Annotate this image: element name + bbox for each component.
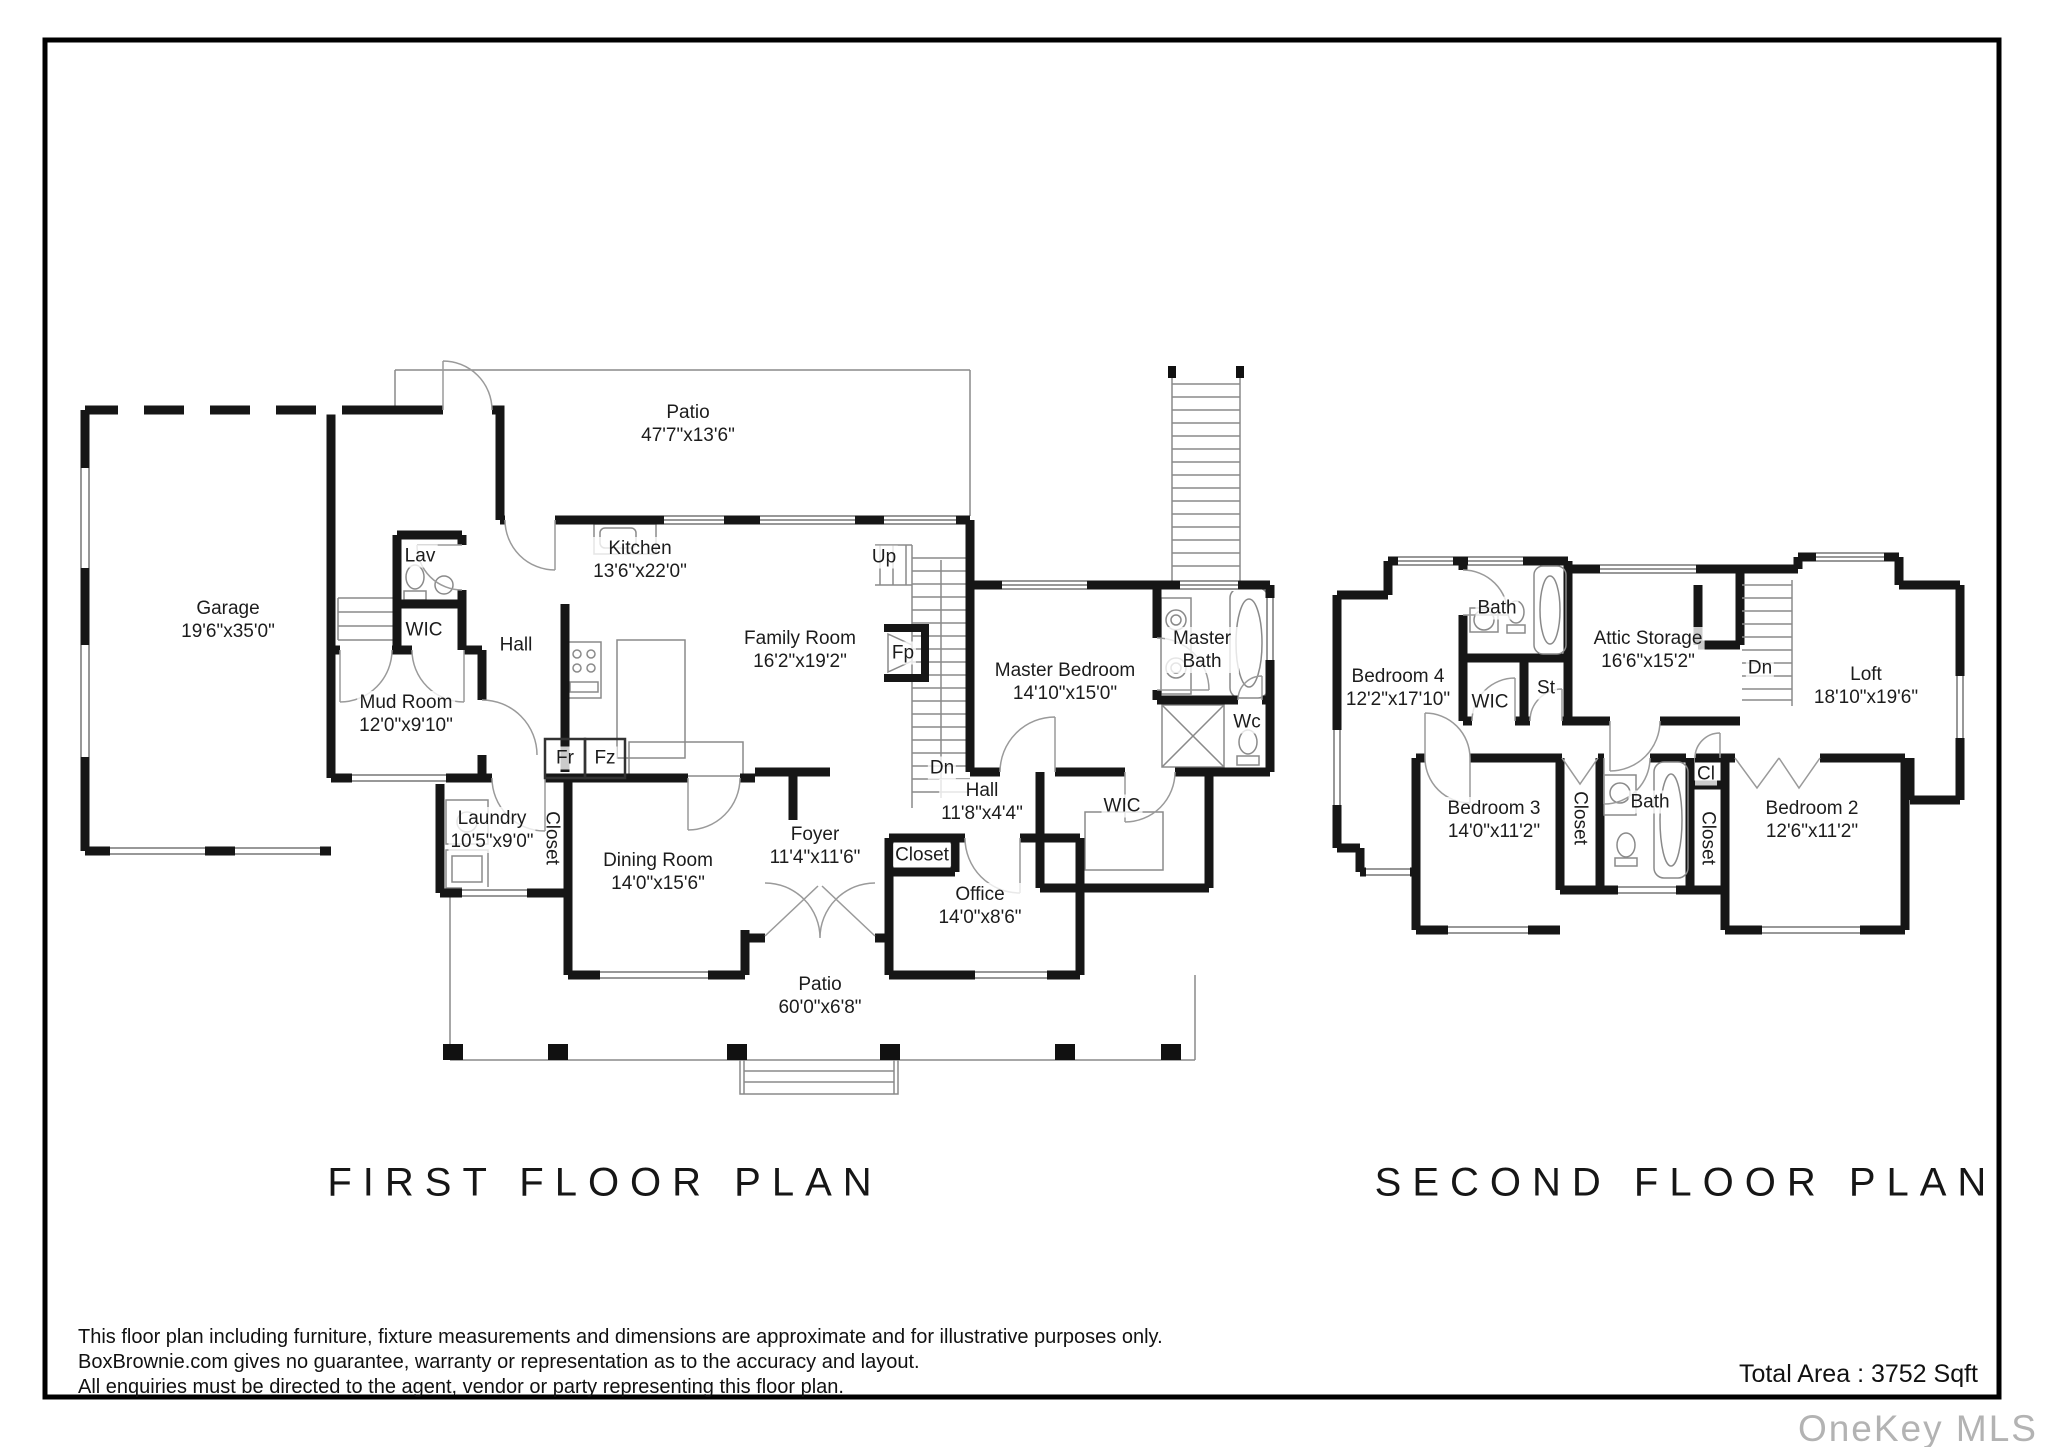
room-label-cl: Cl xyxy=(1695,762,1717,786)
room-label-bath: Bath xyxy=(1475,596,1519,620)
room-label-closet: Closet xyxy=(541,811,563,865)
disclaimer-line-2: BoxBrownie.com gives no guarantee, warra… xyxy=(78,1351,920,1373)
room-label-up: Up xyxy=(869,545,899,569)
room-label-st: St xyxy=(1535,676,1557,700)
watermark: OneKey MLS xyxy=(1797,1408,2038,1447)
room-label-fr: Fr xyxy=(554,746,576,770)
room-label-wic: WIC xyxy=(1101,794,1143,818)
first-floor-title: FIRST FLOOR PLAN xyxy=(327,1160,883,1205)
disclaimer-line-1: This floor plan including furniture, fix… xyxy=(78,1326,1163,1348)
room-label-wic: WIC xyxy=(403,618,445,642)
room-label-fp: Fp xyxy=(889,641,917,665)
room-label-closet: Closet xyxy=(893,843,951,867)
porch-posts xyxy=(443,366,1244,1060)
second-floor-walls xyxy=(1332,552,1965,935)
room-label-fz: Fz xyxy=(592,746,618,770)
room-label-closet: Closet xyxy=(1569,791,1591,845)
room-label-bath: Bath xyxy=(1628,790,1672,814)
room-label-closet: Closet xyxy=(1697,811,1719,865)
disclaimer-line-3: All enquiries must be directed to the ag… xyxy=(78,1376,844,1398)
first-floor-windows xyxy=(79,468,1276,981)
room-label-wc: Wc xyxy=(1231,710,1263,734)
total-area: Total Area : 3752 Sqft xyxy=(1738,1360,1978,1388)
disclaimer: This floor plan including furniture, fix… xyxy=(78,1325,1163,1400)
room-label-hall: Hall xyxy=(497,633,535,657)
second-floor-title: SECOND FLOOR PLAN xyxy=(1374,1160,1998,1205)
room-label-lav: Lav xyxy=(402,544,438,568)
room-label-master-bath: Master Bath xyxy=(1165,627,1239,673)
first-floor-thin-lines xyxy=(112,369,1269,1095)
room-label-wic: WIC xyxy=(1469,690,1511,714)
second-floor-windows xyxy=(1331,551,1966,936)
page-border xyxy=(42,37,2002,1400)
room-label-dn: Dn xyxy=(927,756,957,780)
room-label-dn: Dn xyxy=(1745,656,1775,680)
fridge-freezer xyxy=(543,737,627,780)
